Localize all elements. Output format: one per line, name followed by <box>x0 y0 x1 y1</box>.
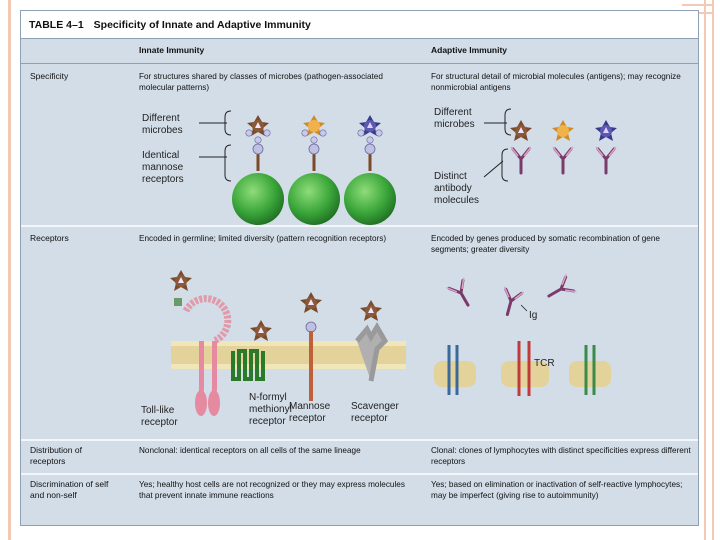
cell-distribution-adaptive: Clonal: clones of lymphocytes with disti… <box>431 446 691 466</box>
svg-text:receptor: receptor <box>249 416 286 427</box>
svg-text:Different: Different <box>434 107 472 118</box>
svg-text:methionyl: methionyl <box>249 404 292 415</box>
row-divider-3 <box>21 473 698 475</box>
svg-text:receptors: receptors <box>142 174 184 185</box>
svg-text:N-formyl: N-formyl <box>249 392 287 403</box>
svg-text:Different: Different <box>142 113 180 124</box>
row-label-distribution: Distribution of receptors <box>30 445 82 466</box>
header-divider <box>21 63 698 64</box>
cell-specificity-adaptive: For structural detail of microbial molec… <box>431 72 681 92</box>
svg-text:Identical: Identical <box>142 150 179 161</box>
row-label-receptors: Receptors <box>30 233 69 243</box>
svg-text:TCR: TCR <box>534 358 555 369</box>
cell-receptors-adaptive: Encoded by genes produced by somatic rec… <box>431 234 660 254</box>
svg-text:Toll-like: Toll-like <box>141 405 175 416</box>
column-header-innate: Innate Immunity <box>139 45 205 55</box>
adaptive-receptors-diagram: Ig TCR <box>434 272 611 396</box>
svg-text:receptor: receptor <box>289 413 326 424</box>
svg-text:receptor: receptor <box>351 413 388 424</box>
svg-text:molecules: molecules <box>434 195 479 206</box>
innate-receptors-diagram: Toll-like receptor N-formyl methionyl re… <box>141 270 406 428</box>
svg-text:antibody: antibody <box>434 183 472 194</box>
svg-text:Mannose: Mannose <box>289 401 331 412</box>
table-number: TABLE 4–1 <box>29 18 84 31</box>
slide-frame-left <box>8 0 11 540</box>
table-title-bar: TABLE 4–1 Specificity of Innate and Adap… <box>21 11 698 39</box>
adaptive-specificity-diagram: Different microbes Distinct antibody mol… <box>434 107 618 206</box>
svg-text:Scavenger: Scavenger <box>351 401 399 412</box>
row-divider-1 <box>21 225 698 227</box>
cell-receptors-innate: Encoded in germline; limited diversity (… <box>139 234 387 243</box>
svg-text:Distinct: Distinct <box>434 171 467 182</box>
cell-specificity-innate: For structures shared by classes of micr… <box>139 72 383 92</box>
table-figure: TABLE 4–1 Specificity of Innate and Adap… <box>20 10 699 526</box>
row-label-discrimination: Discrimination of self and non-self <box>30 479 109 500</box>
row-label-specificity: Specificity <box>30 71 69 81</box>
svg-text:mannose: mannose <box>142 162 184 173</box>
innate-specificity-diagram: Different microbes Identical mannose rec… <box>142 110 396 225</box>
table-title: Specificity of Innate and Adaptive Immun… <box>93 18 311 31</box>
svg-text:receptor: receptor <box>141 417 178 428</box>
illustrations: Different microbes Identical mannose rec… <box>141 107 618 428</box>
slide-frame-right <box>704 0 714 540</box>
cell-discrimination-adaptive: Yes; based on elimination or inactivatio… <box>431 480 683 500</box>
svg-text:microbes: microbes <box>434 119 475 130</box>
cell-distribution-innate: Nonclonal: identical receptors on all ce… <box>139 446 361 455</box>
column-header-adaptive: Adaptive Immunity <box>431 45 508 55</box>
svg-text:microbes: microbes <box>142 125 183 136</box>
row-divider-2 <box>21 439 698 441</box>
cell-discrimination-innate: Yes; healthy host cells are not recogniz… <box>139 480 405 500</box>
svg-text:Ig: Ig <box>529 310 537 321</box>
